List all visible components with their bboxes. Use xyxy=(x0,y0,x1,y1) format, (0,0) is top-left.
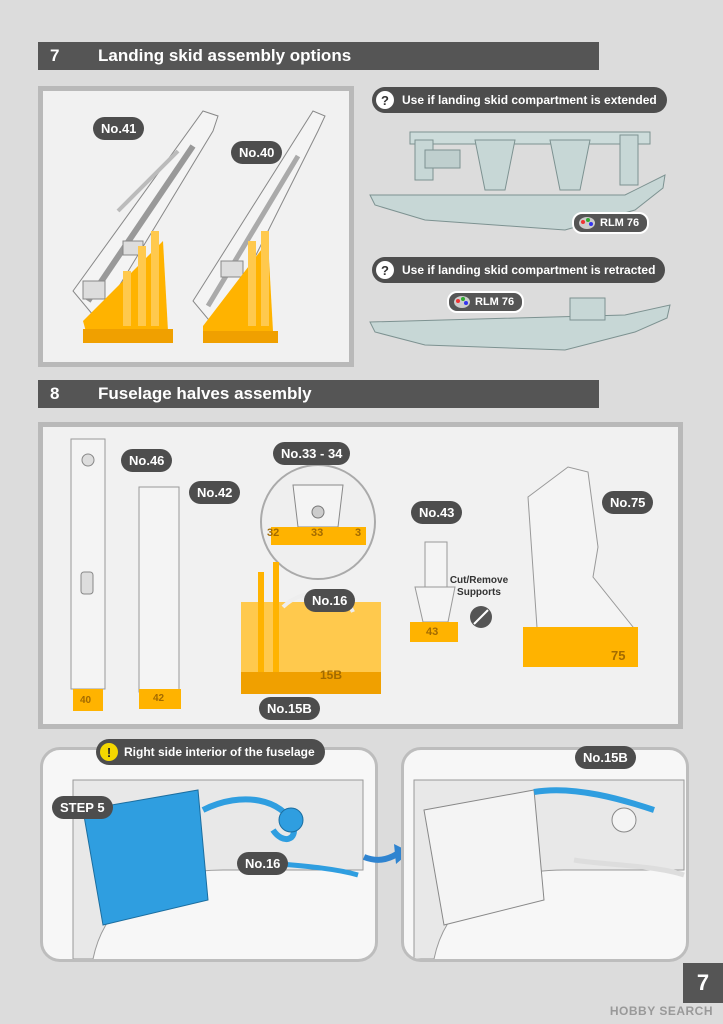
skid-retracted-illustration xyxy=(369,297,671,351)
part-label-15b: 15B xyxy=(320,668,343,682)
palette-icon xyxy=(579,217,595,229)
brand-watermark: HOBBY SEARCH xyxy=(609,1004,713,1018)
skid-parts-illustration xyxy=(72,110,326,343)
step7-number: 7 xyxy=(50,46,60,65)
rlm76-label-b: RLM 76 xyxy=(475,296,515,308)
part-label-32: 32 xyxy=(267,527,280,539)
question-icon: ? xyxy=(376,91,394,109)
palette-icon xyxy=(454,296,470,308)
paint-rlm76-retracted: RLM 76 xyxy=(447,291,525,313)
callout-no16-interior: No.16 xyxy=(237,852,289,875)
step8-title: Fuselage halves assembly xyxy=(98,384,312,403)
note-retracted: ? Use if landing skid compartment is ret… xyxy=(372,257,666,283)
callout-no16: No.16 xyxy=(304,589,356,612)
callout-step5: STEP 5 xyxy=(52,796,113,819)
step8-header: 8 Fuselage halves assembly xyxy=(38,380,599,408)
part-label-3: 3 xyxy=(355,527,362,539)
paint-rlm76-extended: RLM 76 xyxy=(572,212,650,234)
cut-line1: Cut/Remove xyxy=(449,575,509,586)
interior-before-illustration xyxy=(72,779,364,959)
step7-title: Landing skid assembly options xyxy=(98,46,352,65)
interior-after-panel xyxy=(401,747,689,962)
callout-no46: No.46 xyxy=(121,449,173,472)
note-extended-text: Use if landing skid compartment is exten… xyxy=(402,93,657,107)
page-number: 7 xyxy=(683,963,723,1003)
part-label-75: 75 xyxy=(611,648,626,663)
part-label-40: 40 xyxy=(80,695,92,706)
fuselage-parts-illustration xyxy=(70,438,638,711)
question-icon: ? xyxy=(376,261,394,279)
fuselage-parts-panel: No.46 No.42 No.33 - 34 No.43 No.75 No.16… xyxy=(38,422,683,729)
note-interior: ! Right side interior of the fuselage xyxy=(96,739,325,765)
part-label-33: 33 xyxy=(311,527,324,539)
interior-after-illustration xyxy=(413,779,685,959)
callout-no42: No.42 xyxy=(189,481,241,504)
callout-no15b-interior: No.15B xyxy=(575,746,636,769)
part-label-42: 42 xyxy=(153,693,165,704)
note-retracted-text: Use if landing skid compartment is retra… xyxy=(402,263,656,277)
cut-remove-label: Cut/Remove Supports xyxy=(449,575,509,599)
note-extended: ? Use if landing skid compartment is ext… xyxy=(372,87,667,113)
skid-parts-panel: No.41 No.40 xyxy=(38,86,354,367)
step8-number: 8 xyxy=(50,384,60,403)
part-label-43: 43 xyxy=(426,626,439,638)
note-interior-text: Right side interior of the fuselage xyxy=(124,745,315,759)
rlm76-label-a: RLM 76 xyxy=(600,217,640,229)
callout-no15b: No.15B xyxy=(259,697,320,720)
callout-no33-34: No.33 - 34 xyxy=(273,442,351,465)
callout-no43: No.43 xyxy=(411,501,463,524)
callout-no41: No.41 xyxy=(93,117,145,140)
cut-line2: Supports xyxy=(457,587,501,598)
callout-no75: No.75 xyxy=(602,491,654,514)
interior-before-panel xyxy=(40,747,378,962)
warning-icon: ! xyxy=(100,743,118,761)
step7-header: 7 Landing skid assembly options xyxy=(38,42,599,70)
callout-no40: No.40 xyxy=(231,141,283,164)
